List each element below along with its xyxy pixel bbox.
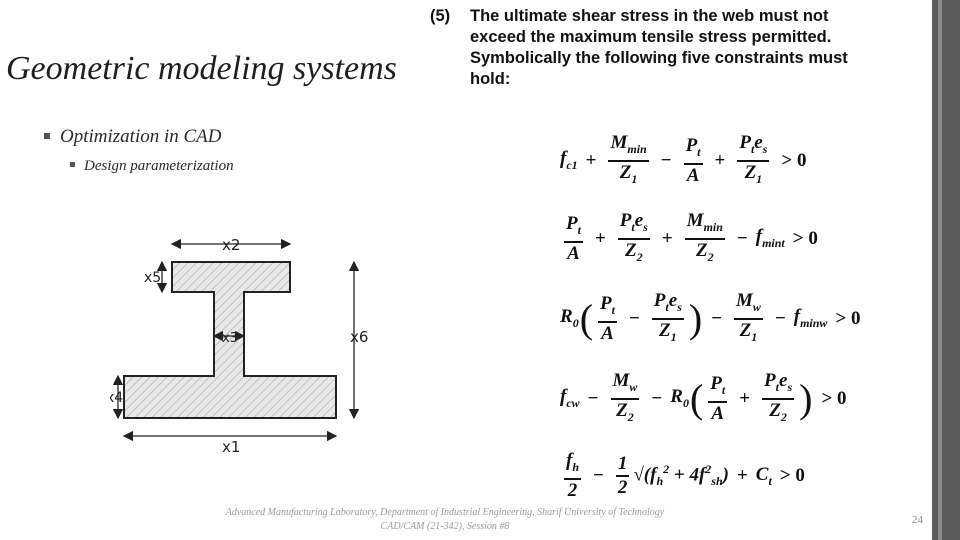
x6-label: x6 (350, 328, 368, 346)
page-number: 24 (912, 514, 923, 526)
x4-label: x4 (110, 390, 123, 406)
constraint-number: (5) (430, 7, 451, 25)
slide-footer: Advanced Manufacturing Laboratory, Depar… (120, 506, 770, 534)
x1-label: x1 (222, 438, 240, 456)
slide-title: Geometric modeling systems (6, 50, 397, 87)
x5-label: x5 (144, 270, 161, 286)
footer-line-1: Advanced Manufacturing Laboratory, Depar… (225, 507, 665, 518)
paragraph-line: (5)The ultimate shear stress in the web … (430, 7, 829, 25)
footer-line-2: CAD/CAM (21-342), Session #8 (380, 521, 510, 532)
paragraph-line: hold: (470, 70, 511, 88)
i-beam-cross-section-figure: x2 x5 x3 x6 x4 x1 (110, 236, 368, 456)
x3-label: x3 (222, 331, 238, 346)
bullet-optimization: Optimization in CAD (44, 126, 222, 148)
bullet-text: Optimization in CAD (60, 126, 222, 147)
sub-bullet-parameterization: Design parameterization (70, 158, 234, 175)
paragraph-line: exceed the maximum tensile stress permit… (470, 28, 832, 46)
sub-bullet-text: Design parameterization (84, 158, 234, 174)
constraint-paragraph: (5)The ultimate shear stress in the web … (430, 6, 930, 90)
square-bullet-icon (70, 162, 75, 168)
sidebar-stripe (938, 0, 942, 540)
right-sidebar-bar (932, 0, 960, 540)
x2-label: x2 (222, 236, 240, 254)
paragraph-line: Symbolically the following five constrai… (470, 49, 848, 67)
square-bullet-icon (44, 132, 50, 139)
